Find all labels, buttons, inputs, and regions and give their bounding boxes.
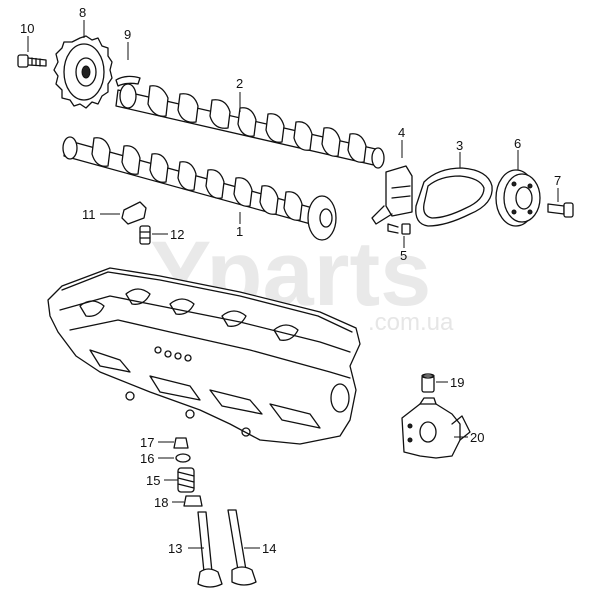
callout-8: 8 [79,5,86,20]
spring-seat [175,453,191,463]
high-pressure-pump [401,397,471,459]
spring-retainer [183,495,203,507]
callout-9: 9 [124,27,131,42]
callout-13: 13 [168,541,182,556]
chain-tensioner [371,165,413,225]
callout-4: 4 [398,125,405,140]
callout-18: 18 [154,495,168,510]
rocker-arm [121,201,147,225]
callout-19: 19 [450,375,464,390]
callout-20: 20 [470,430,484,445]
callout-16: 16 [140,451,154,466]
camshaft-adjuster [495,169,541,227]
callout-1: 1 [236,224,243,239]
callout-14: 14 [262,541,276,556]
valve-stem-seal [173,437,189,449]
exhaust-valve [227,509,257,586]
woodruff-key [115,75,141,87]
callout-10: 10 [20,21,34,36]
callout-labels: 8 10 9 2 4 3 6 7 1 5 11 12 17 16 15 18 1… [20,5,561,556]
leader-lines [27,20,559,549]
camshaft-lower [62,136,337,241]
callout-6: 6 [514,136,521,151]
callout-17: 17 [140,435,154,450]
cylinder-head [47,267,361,445]
callout-2: 2 [236,76,243,91]
hydraulic-lifter [139,225,151,245]
camshaft-sprocket [53,35,113,109]
valve-spring [177,467,195,493]
callout-5: 5 [400,248,407,263]
timing-chain [415,167,493,227]
adjuster-bolt [547,202,574,218]
callout-11: 11 [82,207,96,222]
tensioner-bolt [387,223,411,235]
watermark-domain: .com.ua [368,309,454,336]
callout-7: 7 [554,173,561,188]
pump-cap [421,373,435,393]
sprocket-bolt [17,54,47,68]
intake-valve [197,511,223,588]
callout-15: 15 [146,473,160,488]
camshaft-upper [115,83,385,169]
callout-12: 12 [170,227,184,242]
callout-3: 3 [456,138,463,153]
